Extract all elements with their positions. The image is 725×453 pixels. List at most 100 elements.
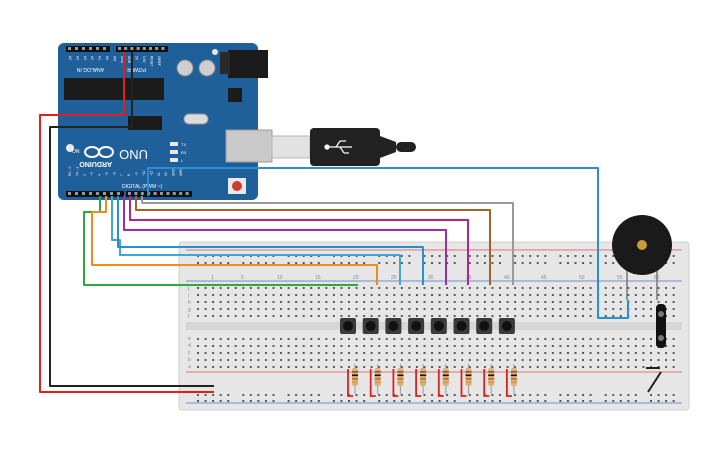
resistor-red-wire[interactable] xyxy=(506,369,512,397)
buzzer-jumper[interactable] xyxy=(656,304,666,348)
resistor[interactable] xyxy=(437,364,449,397)
usb-cable[interactable] xyxy=(271,128,416,166)
pushbutton[interactable] xyxy=(408,318,425,334)
header-pin xyxy=(117,192,120,195)
digital-header-high xyxy=(126,191,192,197)
wire-buzzer-signal[interactable] xyxy=(147,167,629,319)
col-num-1: 1 xyxy=(211,275,214,281)
resistor[interactable] xyxy=(369,364,381,397)
resistor[interactable] xyxy=(347,364,358,397)
row-letter-c: c xyxy=(188,350,191,356)
resistor-red-wire[interactable] xyxy=(392,369,399,397)
resistor[interactable] xyxy=(415,364,427,397)
wire-blue[interactable] xyxy=(117,196,424,285)
resistor[interactable] xyxy=(506,364,517,397)
wire-magenta[interactable] xyxy=(129,196,469,285)
pushbutton[interactable] xyxy=(385,318,402,334)
breadboard-hole xyxy=(446,366,449,368)
resistor[interactable] xyxy=(483,364,495,397)
reset-button[interactable] xyxy=(232,181,242,191)
pushbutton[interactable] xyxy=(453,318,470,334)
breadboard-hole xyxy=(393,352,396,354)
wire-gnd-black[interactable] xyxy=(49,52,214,387)
breadboard-hole xyxy=(242,366,245,368)
breadboard-hole xyxy=(506,366,509,368)
wire-gray[interactable] xyxy=(141,196,514,285)
breadboard-hole xyxy=(264,301,267,303)
breadboard-hole xyxy=(506,308,509,310)
pushbutton[interactable] xyxy=(362,318,379,334)
header-pin xyxy=(149,47,152,50)
analog-header xyxy=(66,46,110,52)
breadboard-hole xyxy=(423,315,426,317)
resistor-band xyxy=(488,371,495,373)
breadboard-hole xyxy=(287,301,290,303)
wire-buzzer-gnd[interactable] xyxy=(647,371,662,393)
breadboard-hole xyxy=(378,394,381,396)
breadboard-hole xyxy=(317,394,320,396)
resistor-red-wire[interactable] xyxy=(483,369,490,397)
breadboard-hole xyxy=(370,359,373,361)
breadboard-hole xyxy=(378,359,381,361)
wire-5v-red[interactable] xyxy=(39,52,214,393)
breadboard-hole xyxy=(468,359,471,361)
breadboard-hole xyxy=(227,308,230,310)
breadboard-hole xyxy=(665,394,668,396)
breadboard-hole xyxy=(521,294,524,296)
wire-orange[interactable] xyxy=(91,196,378,285)
header-pin xyxy=(103,47,106,50)
pushbutton[interactable] xyxy=(430,318,447,334)
breadboard-hole xyxy=(483,359,486,361)
top-pin-label: A1 xyxy=(98,56,102,60)
arduino-logo-group: UNO ARDUINO xyxy=(79,146,148,167)
breadboard-hole xyxy=(514,400,517,402)
breadboard-hole xyxy=(619,394,622,396)
resistor[interactable] xyxy=(460,364,472,397)
breadboard-hole xyxy=(446,345,449,347)
breadboard-hole xyxy=(536,352,539,354)
breadboard-hole xyxy=(234,338,237,340)
resistor[interactable] xyxy=(392,364,404,397)
resistor-band xyxy=(352,374,358,377)
resistor-red-wire[interactable] xyxy=(415,369,422,397)
pushbutton[interactable] xyxy=(498,318,515,334)
breadboard-hole xyxy=(619,308,622,310)
breadboard-hole xyxy=(551,294,554,296)
wire-brown[interactable] xyxy=(135,196,491,285)
breadboard-hole xyxy=(348,287,350,289)
breadboard-hole xyxy=(514,262,517,264)
breadboard-hole xyxy=(431,301,434,303)
resistor-band xyxy=(374,378,381,380)
resistor-red-wire[interactable] xyxy=(369,369,376,397)
breadboard-hole xyxy=(514,308,517,310)
arduino-board[interactable]: UNO ARDUINO ON TX RX L DIGITAL (PWM ~) A… xyxy=(58,43,273,200)
breadboard-hole xyxy=(612,294,615,296)
breadboard-hole xyxy=(348,315,350,317)
breadboard-hole xyxy=(287,400,290,402)
wire-purple[interactable] xyxy=(123,196,447,285)
resistor-red-wire[interactable] xyxy=(347,369,353,397)
breadboard-hole xyxy=(499,287,501,289)
breadboard-hole xyxy=(642,308,645,310)
resistor-band xyxy=(352,371,358,373)
breadboard-hole xyxy=(438,366,441,368)
resistor-red-wire[interactable] xyxy=(437,369,444,397)
bottom-pin-label: 7 xyxy=(120,174,124,176)
piezo-buzzer[interactable] xyxy=(612,215,672,300)
breadboard-hole xyxy=(280,359,283,361)
breadboard-hole xyxy=(325,301,328,303)
breadboard-hole xyxy=(446,308,449,310)
resistor-red-wire[interactable] xyxy=(460,369,467,397)
breadboard-hole xyxy=(650,400,652,402)
pushbutton[interactable] xyxy=(340,318,356,334)
breadboard-hole xyxy=(393,308,396,310)
breadboard-hole xyxy=(582,308,585,310)
wire-green[interactable] xyxy=(83,196,358,286)
breadboard-hole xyxy=(453,338,456,340)
pushbutton[interactable] xyxy=(476,318,493,334)
breadboard-hole xyxy=(657,294,660,296)
breadboard-hole xyxy=(453,301,456,303)
breadboard-hole xyxy=(204,400,207,402)
breadboard-hole xyxy=(197,308,199,310)
resistor-band xyxy=(397,374,404,377)
